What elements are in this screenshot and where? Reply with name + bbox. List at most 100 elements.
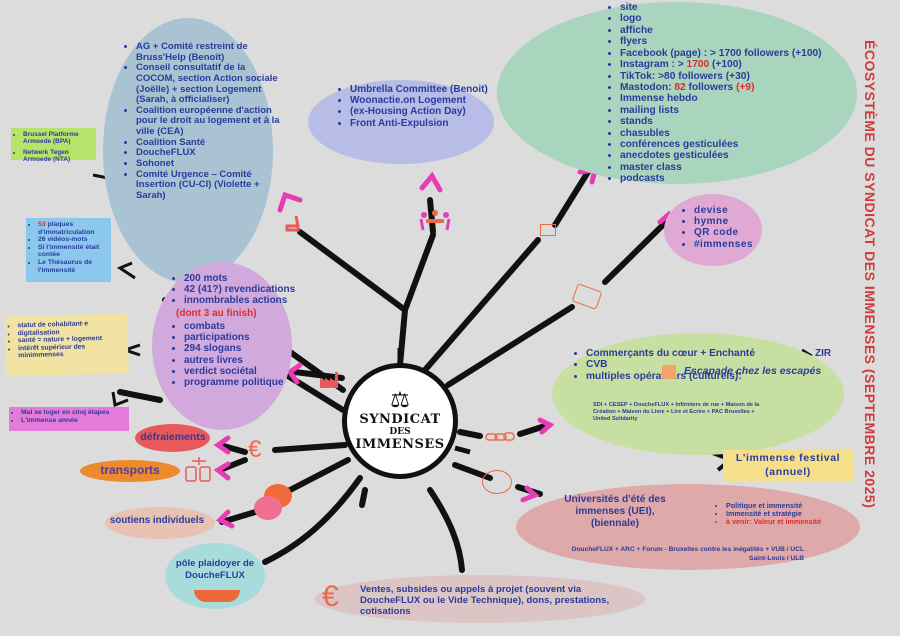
list-item: Sohonet: [136, 158, 286, 170]
list-item: programme politique: [184, 377, 344, 388]
line-livres: [117, 389, 163, 403]
arrowhead-umbrella: [419, 171, 443, 193]
list-item: participations: [184, 332, 344, 343]
seat-icon: [284, 214, 302, 232]
list-item: CVB: [586, 359, 866, 370]
defraiements-ellipse: [135, 424, 210, 452]
list-item: 26 vidéos-mots: [38, 236, 109, 244]
list-item: 53 plaques d'immatriculation: [38, 221, 109, 236]
arrowhead-livres: [111, 391, 129, 408]
list-item: Brussel Platforme Armoede (BPA): [23, 131, 94, 146]
list-item: chasubles: [620, 128, 880, 139]
list-item: TikTok: >80 followers (+30): [620, 71, 880, 82]
uei-partners: DoucheFLUX + ARC + Forum - Bruxelles con…: [571, 546, 804, 563]
list-item: Le Thésaurus de l'immensité: [38, 259, 109, 274]
list-item: Coalition Santé: [136, 137, 286, 149]
arrowhead-defraiements: [213, 435, 231, 455]
list-item: Mastodon: 82 followers (+9): [620, 82, 880, 93]
film-icon: [662, 365, 676, 379]
funding-ellipse: [315, 575, 645, 623]
line-communication-a: [422, 237, 541, 373]
institutions-list: AG + Comité restreint de Bruss'Help (Ben…: [118, 41, 286, 202]
list-item-part: podcasts: [620, 173, 665, 185]
list-item-part: stands: [620, 116, 653, 128]
list-item: stands: [620, 116, 880, 127]
list-item: 294 slogans: [184, 343, 344, 354]
list-item-part: mailing lists: [620, 104, 679, 116]
line-factory: [292, 369, 345, 381]
list-item: Politique et immensité: [726, 501, 886, 510]
arrowhead-uei: [520, 485, 540, 503]
line-bubbles: [287, 457, 351, 493]
diagram-title: ÉCOSYSTÈME DU SYNDICAT DES IMMENSES (SEP…: [862, 40, 878, 509]
list-item: combats: [184, 321, 344, 332]
list-item: autres livres: [184, 355, 344, 366]
operators-text: SDI + CESEP + DoucheFLUX + Infirmiers de…: [593, 402, 760, 422]
arrowhead-institutions: [277, 191, 303, 213]
defraiements-label: défraiements: [140, 431, 206, 443]
hand-icon: [194, 590, 240, 602]
euro-icon: €: [322, 580, 339, 613]
list-item: mailing lists: [620, 105, 880, 116]
list-item-part: master class: [620, 161, 682, 173]
plaidoyer-label: pôle plaidoyer de DoucheFLUX: [175, 558, 255, 582]
central-logo: ⚖ SYNDICAT DES IMMENSES: [342, 363, 458, 479]
list-item: affiche: [620, 25, 880, 36]
list-item: podcasts: [620, 173, 880, 184]
list-item-part: TikTok: >80 followers (+30): [620, 70, 750, 82]
institutions-ellipse: [103, 18, 273, 283]
list-item-part: flyers: [620, 36, 648, 48]
list-item: #immenses: [694, 239, 784, 250]
line-umbrella-top: [427, 197, 436, 235]
list-item: site: [620, 2, 880, 13]
list-item: intérêt supérieur des minimmenses: [18, 342, 126, 360]
list-item: (ex-Housing Action Day): [350, 106, 510, 117]
list-item: Immensité et stratégie: [726, 509, 886, 518]
list-item: L'immense année: [21, 417, 127, 425]
euro-small-icon: €: [248, 436, 262, 463]
scale-icon: ⚖: [390, 388, 410, 413]
arrowhead-partners: [537, 417, 555, 435]
list-item: Netwerk Tegen Armoede (NTA): [23, 149, 94, 164]
list-item-part: anecdotes gesticulées: [620, 150, 729, 162]
list-item: DoucheFLUX: [136, 148, 286, 159]
uei-title: Universités d'été des immenses (UEI), (b…: [564, 494, 666, 530]
list-item: Si l'immensité était contée: [38, 244, 109, 259]
logo-line-1: SYNDICAT: [359, 412, 441, 427]
list-item: Front Anti-Expulsion: [350, 118, 510, 129]
production-list: 200 mots 42 (41?) revendications innombr…: [166, 273, 344, 388]
list-item-part: affiche: [620, 24, 653, 36]
chat-bubble-icon-b: [254, 496, 282, 520]
identity-list: devise hymne QR code #immenses: [676, 205, 784, 250]
list-item: devise: [694, 205, 784, 216]
partners-ellipse: [552, 333, 844, 455]
list-item-part: (+100): [709, 59, 742, 71]
list-item: master class: [620, 162, 880, 173]
production-note: (dont 3 au finish): [176, 307, 257, 319]
zir-label: ZIR: [815, 348, 832, 359]
list-item-part: logo: [620, 13, 642, 25]
list-item: Commerçants du cœur + Enchanté: [586, 348, 866, 359]
list-item: Facebook (page) : > 1700 followers (+100…: [620, 48, 880, 59]
logo-line-3: IMMENSES: [355, 437, 445, 452]
list-item: conférences gesticulées: [620, 139, 880, 150]
transports-ellipse: [80, 460, 180, 482]
chain-icon: [485, 430, 515, 442]
uei-ellipse: [516, 484, 860, 570]
line-defraiements: [217, 442, 248, 455]
list-item-part: conférences gesticulées: [620, 139, 739, 151]
arrowhead-soutiens: [215, 509, 235, 529]
line-identity-a: [445, 304, 575, 388]
soutiens-label: soutiens individuels: [109, 515, 205, 526]
list-item-part: 1700: [686, 59, 710, 71]
line-plaidoyer: [262, 475, 363, 565]
list-item: Comité Urgence – Comité Insertion (CU-CI…: [136, 169, 286, 202]
list-item: 42 (41?) revendications: [184, 284, 344, 295]
list-item-part: Immense hebdo: [620, 93, 698, 105]
list-item-part: chasubles: [620, 127, 670, 139]
production-ellipse: [152, 262, 292, 430]
umbrella-list: Umbrella Committee (Benoit) Woonactie.on…: [332, 84, 510, 129]
armoede-box: Brussel Platforme Armoede (BPA) Netwerk …: [11, 128, 96, 163]
list-item-part: Mastodon:: [620, 81, 675, 93]
arrowhead-mots: [116, 261, 136, 280]
